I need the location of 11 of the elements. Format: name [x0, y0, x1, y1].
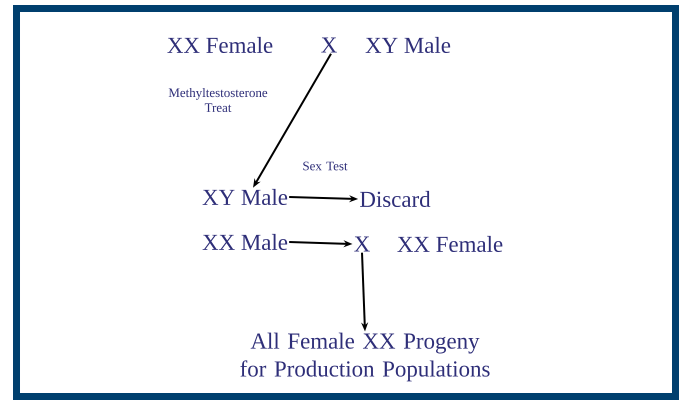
- node-text: XY Male: [366, 36, 450, 54]
- edge-label: Methyltestosterone Treat: [168, 88, 268, 112]
- node-text: All Female XX Progeny for Production Populations: [240, 332, 490, 382]
- cross-symbol: X: [321, 38, 337, 52]
- node-text: Discard: [360, 190, 430, 208]
- node-text: XY Male: [202, 188, 288, 206]
- node-text: XX Female: [397, 236, 502, 252]
- node-text: XX Female: [167, 36, 272, 54]
- cross-symbol: X: [354, 236, 370, 252]
- node-text: XX Male: [202, 234, 288, 250]
- edge-label: Sex Test: [303, 162, 348, 170]
